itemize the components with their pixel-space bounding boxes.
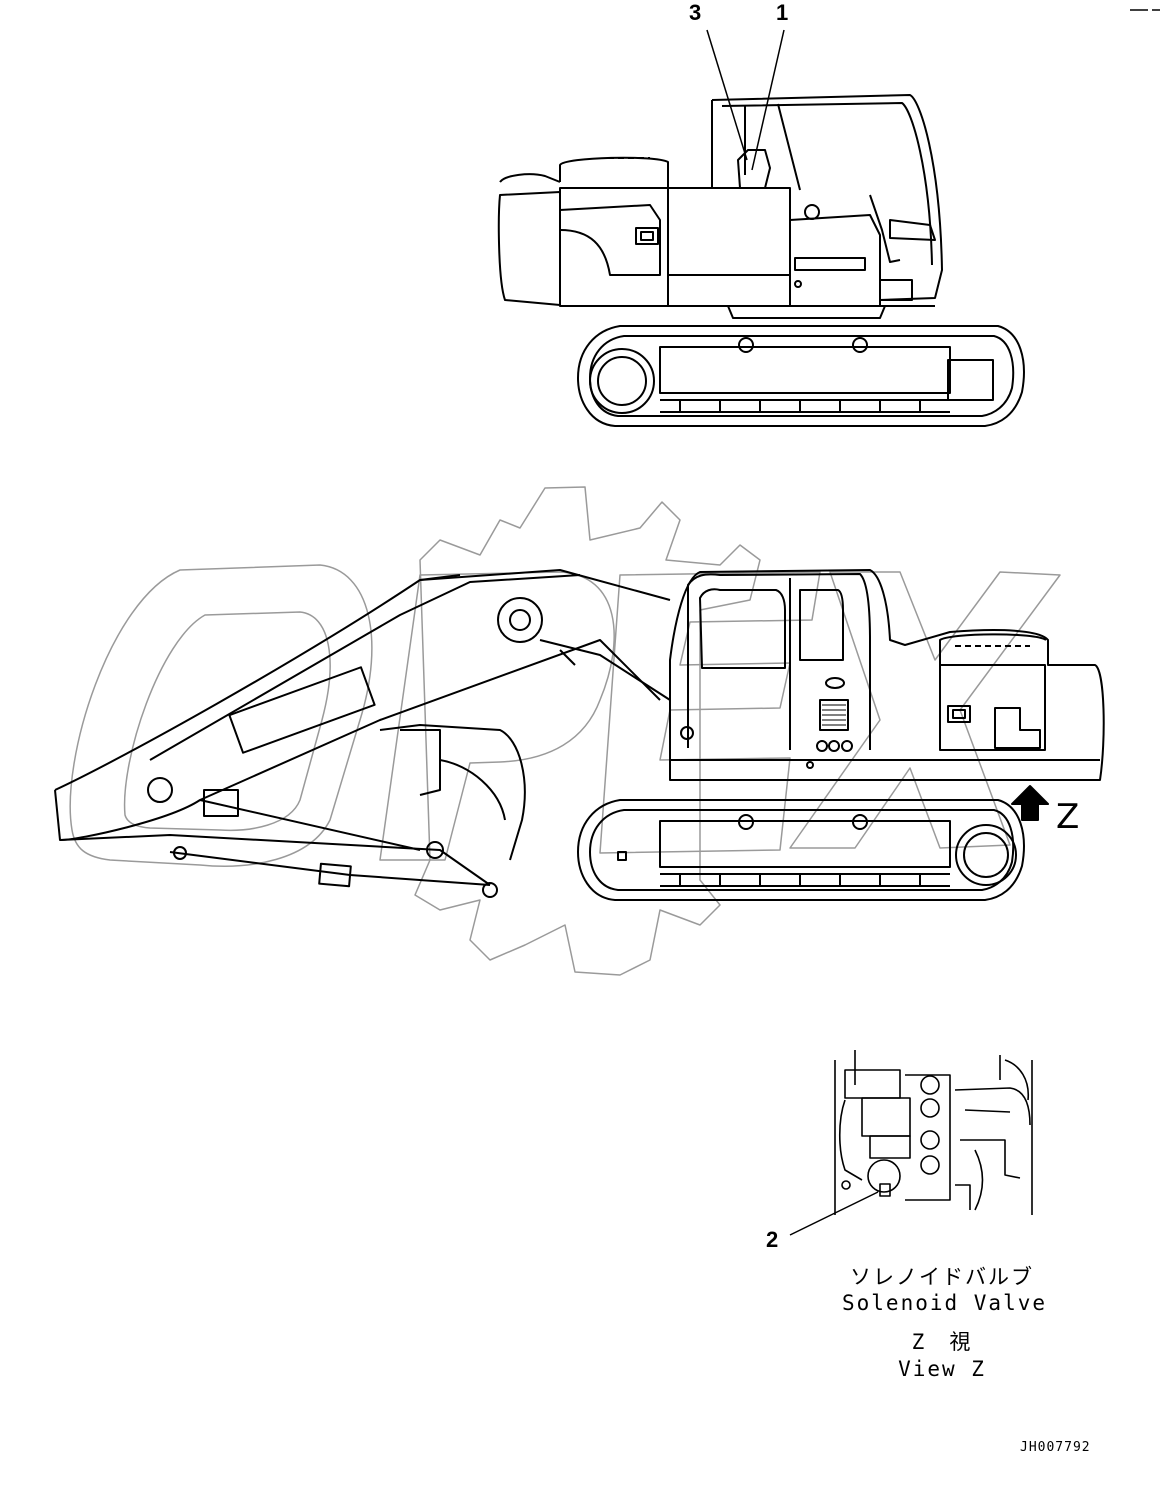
watermark-letter-x [789, 571, 1061, 849]
view-label-jp: Z 視 [911, 1330, 973, 1354]
drawing-number: JH007792 [1020, 1440, 1091, 1455]
view-z-arrow [1011, 785, 1049, 821]
callout-3: 3 [689, 0, 702, 25]
watermark-logo [69, 486, 1061, 976]
watermark-letter-o [69, 564, 373, 867]
view-label-en: View Z [898, 1357, 986, 1381]
top-excavator-view [497, 29, 1025, 427]
watermark-gear-outline [414, 486, 761, 976]
part-name-jp: ソレノイドバルブ [850, 1265, 1034, 1289]
part-name-en: Solenoid Valve [842, 1291, 1048, 1315]
watermark-letter-p [379, 571, 615, 861]
detail-view-z [789, 1050, 1033, 1236]
solenoid-valve-body [867, 1159, 901, 1193]
watermark-letter-e [599, 571, 821, 854]
callout-2: 2 [766, 1227, 779, 1252]
main-excavator-view [54, 569, 1105, 901]
callout-1: 1 [776, 0, 789, 25]
view-arrow-letter: Z [1056, 797, 1080, 837]
